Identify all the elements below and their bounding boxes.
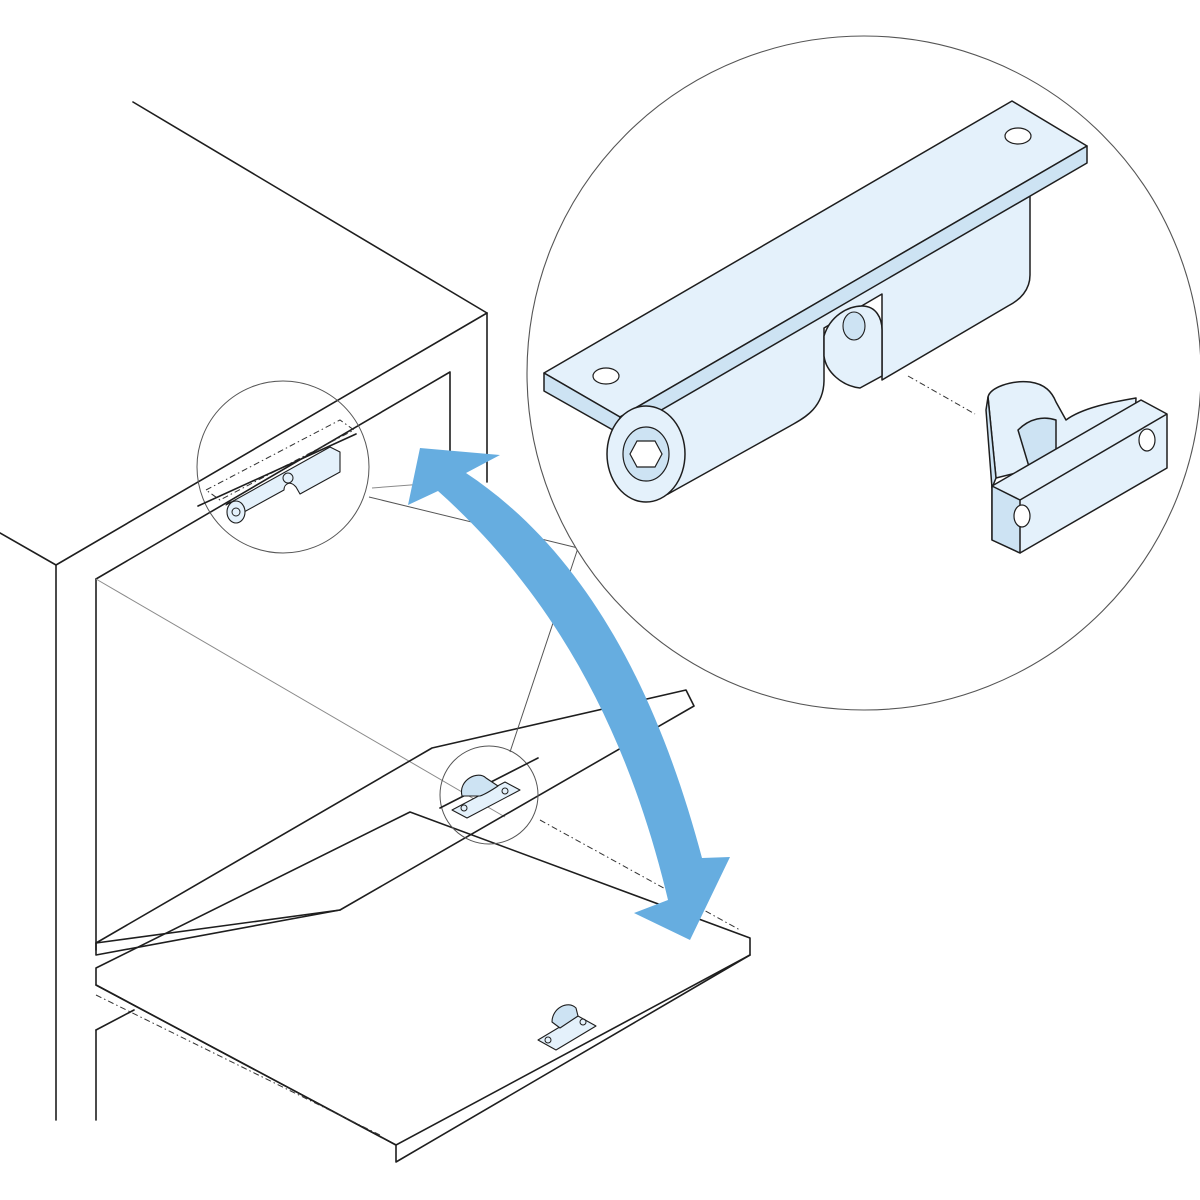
strike-screw-hole-right [1138,428,1156,452]
strike-plate-on-open-flap [537,1004,597,1051]
hex-socket-icon [629,440,663,468]
half-open-flap-face [95,689,695,944]
strike-base-plate-side [991,485,1021,554]
screw-hole-right [1004,127,1032,145]
flap-door-half-open [95,689,695,956]
alignment-line [907,375,976,415]
open-flap-hidden-edge-back [539,819,741,931]
double-headed-curved-arrow-icon [408,448,730,940]
cabinet-opening-top [95,371,451,580]
magnify-leader-lines [368,496,579,753]
open-flap-thickness [95,954,751,1163]
catch-mount-outline [205,419,355,501]
callout-top-catch [196,380,370,554]
cabinet-top-underside-edge [197,433,357,507]
callout-bottom-catch [439,745,539,845]
magnified-view [526,35,1200,711]
cabinet-interior-edge [95,578,506,818]
flap-door-open [95,811,751,1163]
open-flap-hidden-edge-left [95,994,381,1136]
half-open-flap-edge [95,909,341,956]
roller-catch-large [543,100,1088,503]
screw-hole-left [592,367,620,385]
cabinet-top-back-edge [132,101,488,314]
strike-plate-large [985,380,1168,554]
rear-roller [823,305,883,389]
cabinet-lower-notch [95,1009,135,1031]
cabinet-top-front-edge [0,312,488,566]
cabinet [0,101,506,1121]
strike-screw-hole-left [1013,504,1031,528]
